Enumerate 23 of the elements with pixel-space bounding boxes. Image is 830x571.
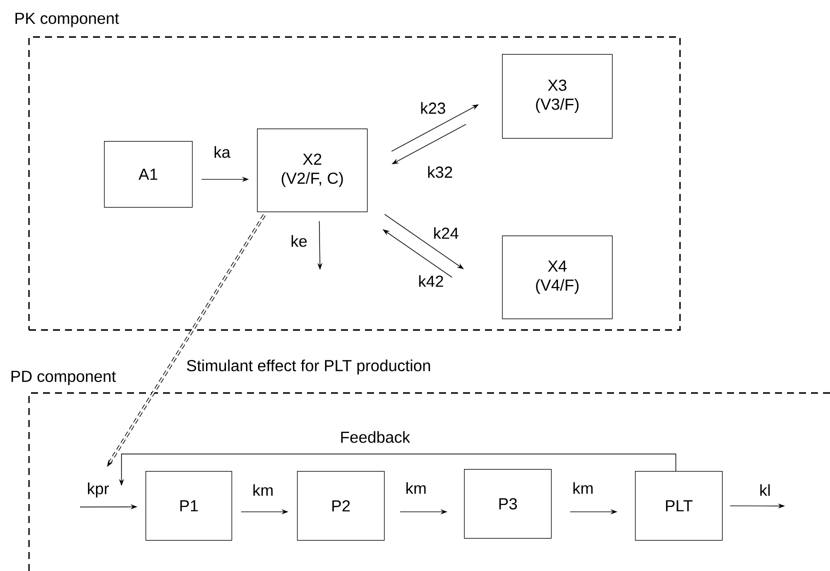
edge-label: Stimulant effect for PLT production	[185, 358, 432, 376]
compartment-box: X2 (V2/F, C)	[257, 128, 368, 212]
component-label: PK component	[16, 12, 119, 28]
edge-label: k42	[417, 274, 445, 288]
edge-label: ka	[212, 145, 232, 159]
compartment-box: P1	[146, 471, 232, 541]
compartment-box: A1	[104, 141, 193, 208]
edge-label: Feedback	[338, 430, 412, 444]
component-label: PD component	[12, 370, 116, 386]
compartment-box: PLT	[635, 471, 723, 541]
edge-label: k32	[426, 165, 454, 179]
edge-label: k23	[419, 101, 447, 115]
compartment-box: P2	[297, 471, 385, 541]
edge-label: km	[404, 481, 428, 495]
edge-label: km	[251, 483, 275, 497]
edge-label: kl	[758, 483, 772, 497]
compartment-box: X3 (V3/F)	[502, 54, 613, 139]
edge-label: k24	[432, 226, 460, 240]
edge-label: ke	[290, 234, 308, 248]
compartment-box: X4 (V4/F)	[502, 236, 613, 320]
edge-label: kpr	[86, 482, 110, 498]
edge-label: km	[571, 481, 595, 495]
compartment-box: P3	[464, 469, 552, 539]
